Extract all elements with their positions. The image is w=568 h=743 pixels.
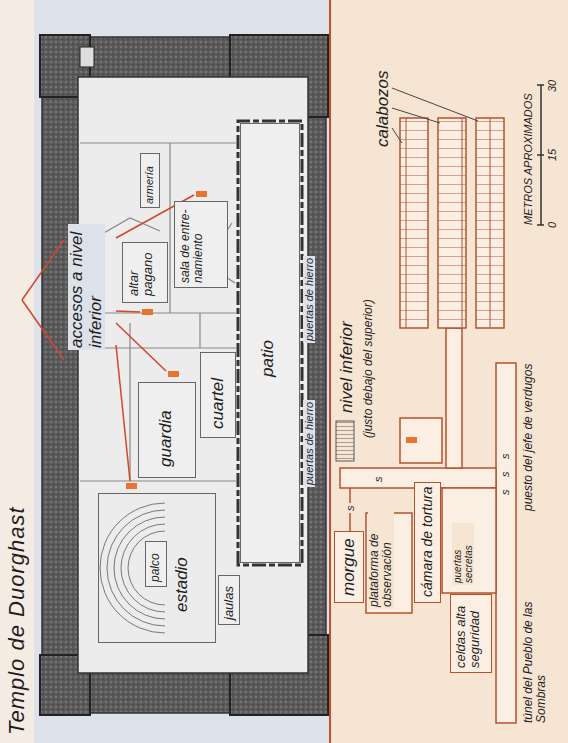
gate-label: puertas de hierro: [303, 256, 315, 343]
room-label: jaulas: [222, 586, 236, 620]
door-mark: s: [372, 477, 384, 483]
dungeon-label: calabozos: [374, 70, 393, 147]
room-label: celdas alta seguridad: [454, 598, 483, 668]
door-mark: s: [499, 490, 511, 496]
room-label: estadio: [173, 557, 192, 612]
scale-number: 30: [546, 80, 558, 92]
scale-title: METROS APROXIMADOS: [522, 93, 534, 225]
tunnel-label: túnel del Pueblo de las Sombras: [522, 601, 548, 723]
map-title: Templo de Duorghast: [5, 506, 29, 735]
training-room: sala de entre- namiento: [174, 201, 228, 288]
scale-number: 0: [546, 222, 558, 228]
room-label: patio: [259, 340, 278, 377]
barracks-room: cuartel: [200, 352, 236, 438]
secret-door-label: puertas secretas: [452, 523, 474, 585]
stadium-room: estadio palco: [98, 493, 216, 643]
armory-room: armería: [140, 153, 160, 208]
room-label: guardia: [157, 410, 176, 467]
room-label: morgue: [340, 538, 359, 596]
room-label: altar pagano: [127, 246, 156, 296]
torture-room: cámara de tortura: [414, 482, 441, 603]
door-mark: s: [499, 454, 511, 460]
room-label: armería: [143, 166, 155, 204]
door-mark: s: [344, 504, 356, 514]
room-label: cuartel: [209, 378, 228, 429]
morgue-room: morgue: [334, 531, 364, 603]
platform-label: plataforma de observación: [368, 510, 394, 609]
altar-room: altar pagano: [122, 242, 168, 303]
guard-room: guardia: [138, 382, 196, 478]
gate-label: puertas de hierro: [303, 400, 315, 487]
level-note: (justo debajo del superior): [362, 299, 375, 438]
room-label: cámara de tortura: [420, 487, 435, 598]
level-label: nivel inferior: [338, 321, 357, 413]
courtyard: patio: [240, 123, 300, 563]
door-mark: s: [499, 472, 511, 478]
room-label: palco: [149, 553, 162, 582]
scale-number: 15: [546, 149, 558, 161]
post-label: puesto del jefe de verdugos: [522, 364, 535, 511]
cell-block: celdas alta seguridad: [450, 594, 492, 673]
cage-room: jaulas: [218, 575, 240, 625]
room-label: sala de entre- namiento: [179, 205, 205, 283]
box-room: palco: [145, 541, 167, 587]
access-note: accesos a nivel inferior: [68, 224, 105, 350]
